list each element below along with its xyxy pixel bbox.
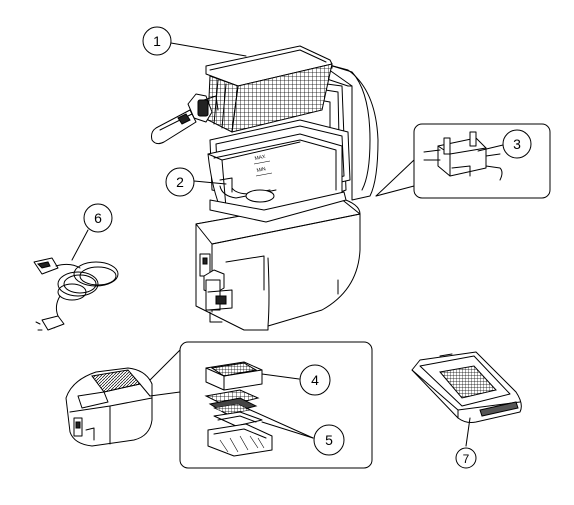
lid-window-7 <box>411 351 522 423</box>
min-level-mark: MIN <box>256 166 267 174</box>
filter-element-5 <box>204 389 273 457</box>
callout-label-6: 6 <box>94 210 102 226</box>
power-cord <box>33 257 119 331</box>
filter-cover-4 <box>205 361 263 391</box>
callout-3: 3 <box>502 129 532 159</box>
callout-6: 6 <box>83 203 113 233</box>
callout-4: 4 <box>299 364 331 396</box>
callout-7: 7 <box>455 447 477 469</box>
callout-label-5: 5 <box>325 432 333 448</box>
frying-basket <box>151 45 333 145</box>
callout-2: 2 <box>165 167 195 197</box>
inner-pot: MAX MIN <box>207 133 347 223</box>
max-level-mark: MAX <box>254 154 266 162</box>
callout-label-3: 3 <box>513 136 521 152</box>
callout-label-4: 4 <box>311 372 319 388</box>
callout-label-2: 2 <box>176 174 184 190</box>
callout-5: 5 <box>313 424 345 456</box>
callout-leaders <box>71 42 504 447</box>
fryer-lid-assembly <box>65 367 153 447</box>
callout-label-1: 1 <box>153 33 161 49</box>
callout-1: 1 <box>142 26 172 56</box>
callout-label-7: 7 <box>463 452 470 466</box>
